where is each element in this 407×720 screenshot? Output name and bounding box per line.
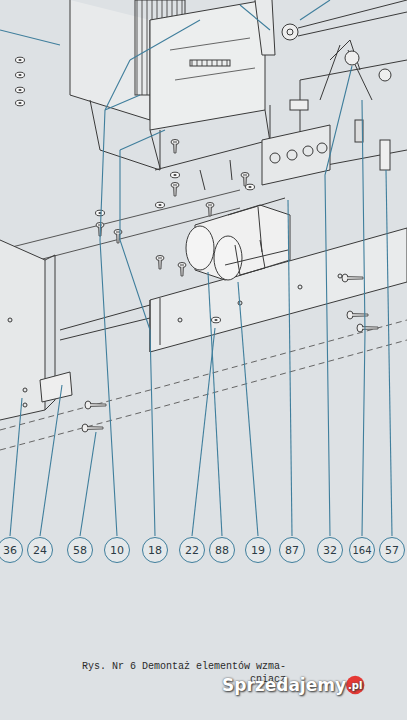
callout-number: 58 bbox=[73, 544, 87, 557]
callout-number: 32 bbox=[323, 544, 337, 557]
callout-circle: 22 bbox=[179, 537, 205, 563]
callout-circle: 87 bbox=[279, 537, 305, 563]
callout-circle: 10 bbox=[104, 537, 130, 563]
callout-number: 18 bbox=[148, 544, 162, 557]
callout-circle: 88 bbox=[209, 537, 235, 563]
callout-circle: 164 bbox=[349, 537, 375, 563]
callout-circle: 57 bbox=[379, 537, 405, 563]
callout-number: 24 bbox=[33, 544, 47, 557]
callout-number: 164 bbox=[352, 545, 371, 556]
callout-circle: 18 bbox=[142, 537, 168, 563]
callout-circle: 24 bbox=[27, 537, 53, 563]
callout-number: 19 bbox=[251, 544, 265, 557]
callout-number: 88 bbox=[215, 544, 229, 557]
watermark-text: .pl bbox=[348, 680, 362, 691]
callout-number: 10 bbox=[110, 544, 124, 557]
callout-circle: 58 bbox=[67, 537, 93, 563]
callout-circle: 32 bbox=[317, 537, 343, 563]
callout-circle: 19 bbox=[245, 537, 271, 563]
callout-circle: 36 bbox=[0, 537, 23, 563]
callout-number: 22 bbox=[185, 544, 199, 557]
watermark-text: Sprzedajemy bbox=[222, 675, 346, 695]
callout-number: 57 bbox=[385, 544, 399, 557]
callout-number: 87 bbox=[285, 544, 299, 557]
callout-number: 36 bbox=[3, 544, 17, 557]
